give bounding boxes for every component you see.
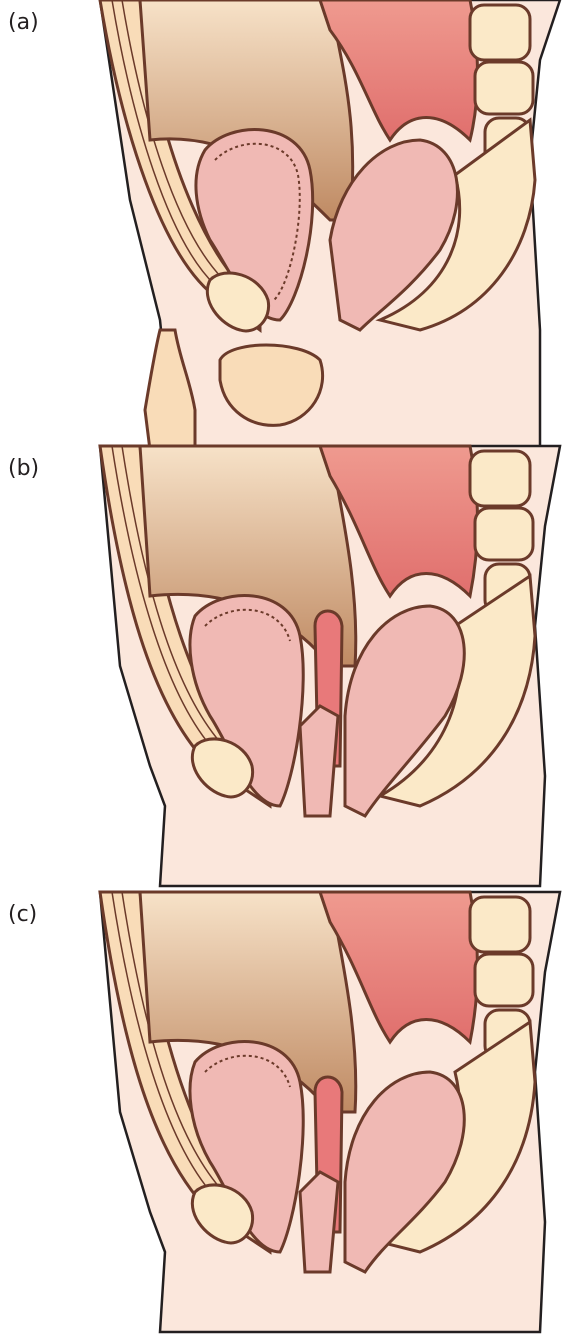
- vagina: [300, 706, 338, 816]
- panel-a: (a): [0, 0, 581, 446]
- pelvis-diagram-female-prolapse: [0, 892, 581, 1338]
- vagina: [300, 1172, 338, 1272]
- pelvis-diagram-female: [0, 446, 581, 892]
- pelvis-diagram-male: [0, 0, 581, 446]
- panel-c: (c): [0, 892, 581, 1338]
- panel-b: (b): [0, 446, 581, 892]
